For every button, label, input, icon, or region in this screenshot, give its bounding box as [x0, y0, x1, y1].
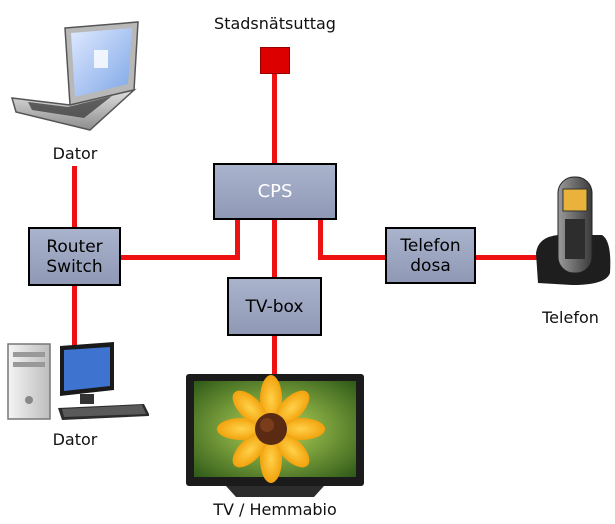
- telefondosa-label-line2: dosa: [410, 255, 451, 276]
- desktop-computer-icon: [4, 338, 149, 423]
- cps-label: CPS: [257, 180, 293, 202]
- wire-cps-tvbox: [272, 218, 277, 278]
- phone-label: Telefon: [542, 308, 599, 327]
- telefondosa-label-line1: Telefon: [400, 235, 461, 256]
- tvbox-label: TV-box: [245, 296, 304, 317]
- router-switch-box: Router Switch: [28, 227, 121, 286]
- cps-box: CPS: [213, 163, 337, 220]
- cordless-phone-icon: [532, 175, 612, 290]
- laptop-icon: [10, 20, 145, 135]
- outlet-label: Stadsnätsuttag: [214, 14, 336, 33]
- flat-tv-icon: [186, 374, 364, 499]
- wire-cps-router-vertical: [235, 218, 240, 260]
- wire-cps-telefondosa-horizontal: [318, 255, 388, 260]
- computer-bottom-label: Dator: [52, 430, 98, 449]
- computer-top-label: Dator: [52, 144, 98, 163]
- wire-telefondosa-phone: [474, 255, 544, 260]
- switch-label: Switch: [46, 256, 103, 277]
- wire-cps-telefondosa-vertical: [318, 218, 323, 260]
- wire-router-computer-top: [72, 166, 77, 228]
- wire-router-computer-bottom: [72, 285, 77, 347]
- outlet-icon: [260, 47, 290, 74]
- telefondosa-box: Telefon dosa: [385, 227, 476, 284]
- router-label: Router: [46, 236, 103, 257]
- tvbox-box: TV-box: [227, 277, 322, 336]
- tv-label: TV / Hemmabio: [213, 500, 337, 519]
- wire-outlet-cps: [272, 72, 277, 164]
- wire-tvbox-tv: [272, 334, 277, 378]
- wire-cps-router-horizontal: [120, 255, 240, 260]
